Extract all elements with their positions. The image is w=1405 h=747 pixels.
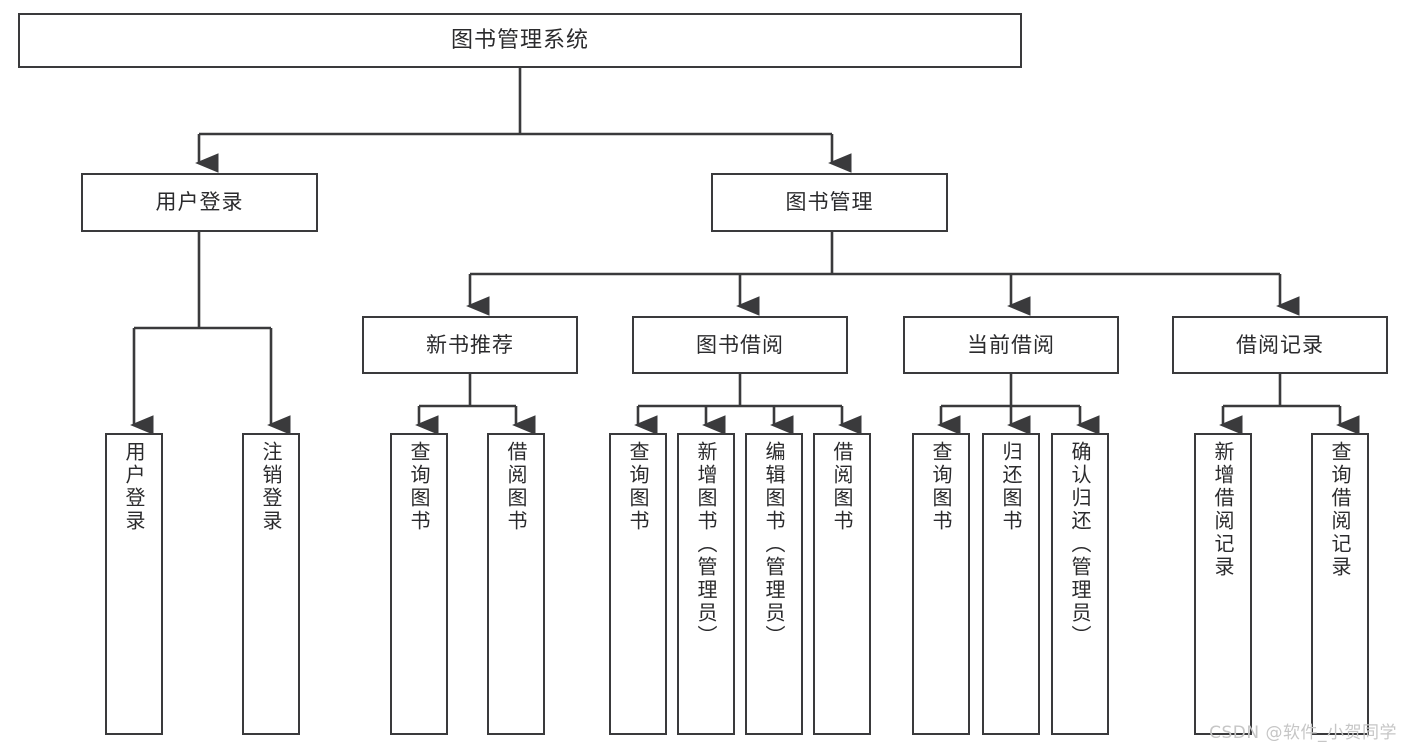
node-label: 归还图书 bbox=[999, 441, 1023, 533]
node-label: 确认归还（管理员） bbox=[1068, 441, 1092, 648]
leaf-borrow-books-recommendation[interactable]: 借阅图书 bbox=[487, 433, 545, 735]
leaf-add-borrowing-record[interactable]: 新增借阅记录 bbox=[1194, 433, 1252, 735]
leaf-edit-book-admin[interactable]: 编辑图书（管理员） bbox=[745, 433, 803, 735]
node-label: 借阅图书 bbox=[504, 441, 528, 533]
node-user-login[interactable]: 用户登录 bbox=[81, 173, 318, 232]
node-borrowing-records[interactable]: 借阅记录 bbox=[1172, 316, 1388, 374]
node-label: 查询图书 bbox=[929, 441, 953, 533]
node-label: 用户登录 bbox=[122, 441, 146, 533]
node-label: 用户登录 bbox=[155, 190, 244, 215]
leaf-query-books-current[interactable]: 查询图书 bbox=[912, 433, 970, 735]
node-label: 新增图书（管理员） bbox=[694, 441, 718, 648]
node-label: 图书管理 bbox=[785, 190, 874, 215]
node-new-book-recommendation[interactable]: 新书推荐 bbox=[362, 316, 578, 374]
node-book-borrowing[interactable]: 图书借阅 bbox=[632, 316, 848, 374]
node-label: 注销登录 bbox=[259, 441, 283, 533]
node-label: 图书管理系统 bbox=[450, 27, 589, 53]
node-label: 查询借阅记录 bbox=[1328, 441, 1352, 579]
leaf-return-books[interactable]: 归还图书 bbox=[982, 433, 1040, 735]
leaf-query-books-borrowing[interactable]: 查询图书 bbox=[609, 433, 667, 735]
leaf-query-books-recommendation[interactable]: 查询图书 bbox=[390, 433, 448, 735]
leaf-user-login[interactable]: 用户登录 bbox=[105, 433, 163, 735]
node-label: 借阅图书 bbox=[830, 441, 854, 533]
leaf-logout[interactable]: 注销登录 bbox=[242, 433, 300, 735]
node-label: 编辑图书（管理员） bbox=[762, 441, 786, 648]
node-label: 新增借阅记录 bbox=[1211, 441, 1235, 579]
node-label: 借阅记录 bbox=[1236, 332, 1324, 357]
node-label: 查询图书 bbox=[407, 441, 431, 533]
node-label: 查询图书 bbox=[626, 441, 650, 533]
leaf-query-borrowing-record[interactable]: 查询借阅记录 bbox=[1311, 433, 1369, 735]
node-current-borrowing[interactable]: 当前借阅 bbox=[903, 316, 1119, 374]
watermark-text: CSDN @软件_小贺同学 bbox=[1209, 723, 1397, 743]
node-book-management[interactable]: 图书管理 bbox=[711, 173, 948, 232]
node-label: 图书借阅 bbox=[696, 332, 784, 357]
node-label: 当前借阅 bbox=[967, 332, 1055, 357]
leaf-add-book-admin[interactable]: 新增图书（管理员） bbox=[677, 433, 735, 735]
node-root-book-management-system[interactable]: 图书管理系统 bbox=[18, 13, 1022, 68]
leaf-confirm-return-admin[interactable]: 确认归还（管理员） bbox=[1051, 433, 1109, 735]
leaf-borrow-books-borrowing[interactable]: 借阅图书 bbox=[813, 433, 871, 735]
node-label: 新书推荐 bbox=[426, 332, 514, 357]
